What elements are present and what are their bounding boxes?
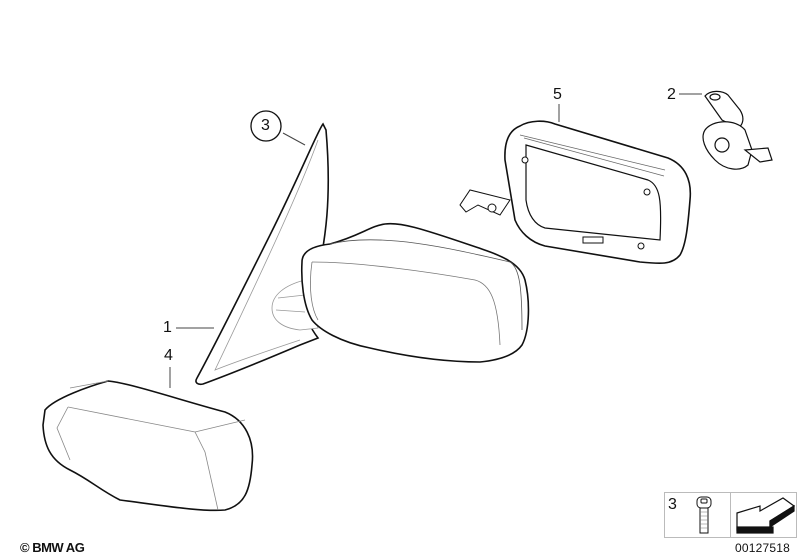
callout-label-3: 3 — [261, 117, 270, 134]
part-mirror-housing — [271, 222, 530, 363]
callout-circle-3 — [250, 110, 282, 142]
copyright-text: © BMW AG — [20, 540, 85, 555]
callout-label-5: 5 — [553, 86, 562, 103]
part-clip-bracket — [702, 90, 773, 170]
part-mirror-cap — [42, 380, 254, 512]
callout-label-4: 4 — [164, 347, 173, 364]
part-frame-carrier — [459, 120, 692, 265]
arrow-direction-icon — [736, 497, 796, 534]
legend-number: 3 — [668, 496, 677, 513]
document-number: 00127518 — [735, 541, 790, 555]
callout-label-2: 2 — [667, 86, 676, 103]
screw-icon — [696, 496, 712, 534]
callout-line-3 — [282, 132, 306, 146]
legend-divider — [730, 492, 731, 538]
callout-label-1: 1 — [163, 319, 172, 336]
